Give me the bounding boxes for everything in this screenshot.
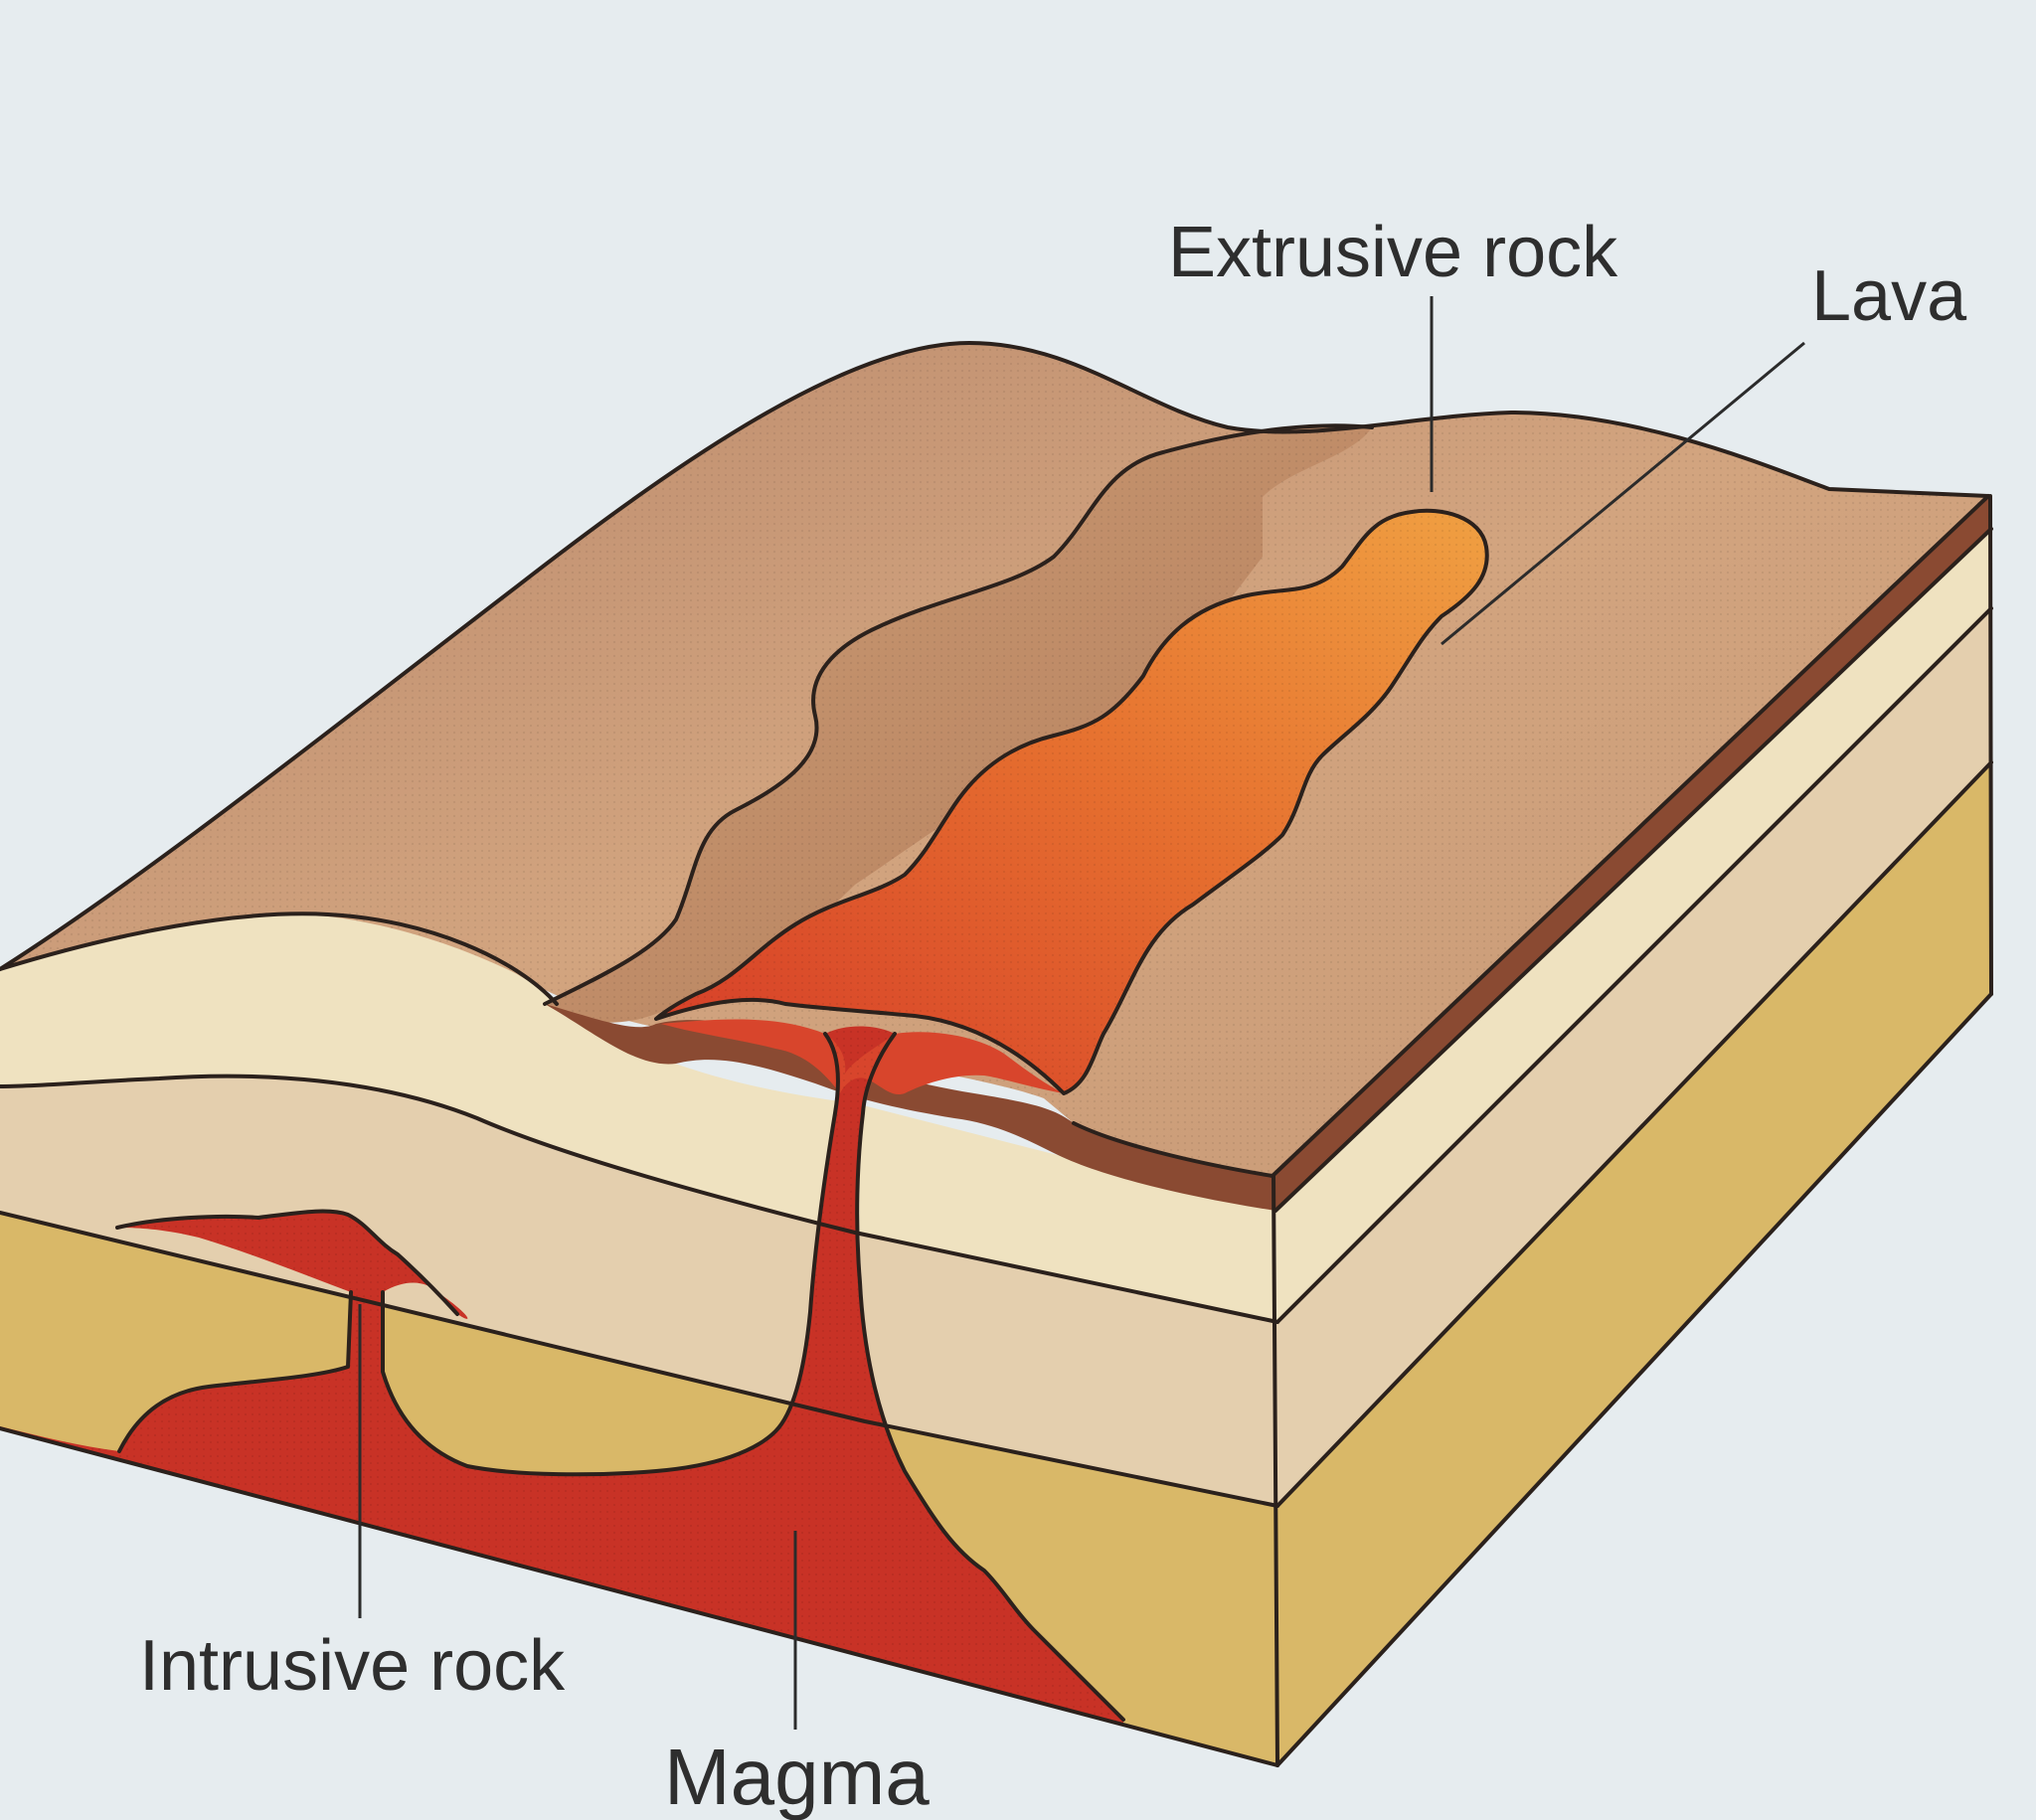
extrusive-rock-texture	[545, 425, 1372, 1023]
intrusive-rock-label: Intrusive rock	[139, 1626, 566, 1706]
block-bottom-right-edge	[1275, 992, 1993, 1767]
lava-leader	[1441, 341, 1805, 646]
extrusive-outline	[543, 423, 1374, 1006]
extrusive-rock-label: Extrusive rock	[1168, 213, 1618, 292]
block-right-vertical-edge	[1988, 494, 1993, 996]
magma-texture	[0, 1026, 1123, 1725]
front-layer-line-2	[0, 1074, 1279, 1324]
block-vertical-edge	[1272, 1174, 1279, 1767]
front-face-middle-layer	[0, 1075, 1277, 1506]
lava-flow-texture	[656, 510, 1487, 1093]
right-face-pale-layer	[1275, 529, 1991, 1322]
block-right-top-edge	[1271, 494, 1990, 1178]
surface-outline	[0, 341, 1990, 971]
front-layer-line-1	[0, 911, 559, 1006]
block-bottom-front-edge	[0, 1426, 1279, 1767]
right-face-top-edge	[1272, 496, 1991, 1211]
block-edge-2	[1275, 606, 1993, 1324]
magma-label: Magma	[664, 1733, 930, 1820]
intrusive-top-outline	[115, 1209, 459, 1316]
front-face-pale-layer	[0, 913, 1277, 1322]
block-front-top-edge	[1072, 1121, 1274, 1178]
lava-outline	[654, 508, 1489, 1095]
surface-crust	[545, 1004, 1275, 1211]
magma-outline	[117, 1032, 1125, 1722]
block-edge-3	[1275, 760, 1993, 1508]
block-edge-1	[1273, 527, 1993, 1213]
right-face-yellow-layer	[1277, 762, 1991, 1765]
right-face-middle-layer	[1277, 608, 1991, 1506]
lava-label: Lava	[1811, 256, 1967, 336]
front-layer-line-3	[0, 1211, 1279, 1508]
